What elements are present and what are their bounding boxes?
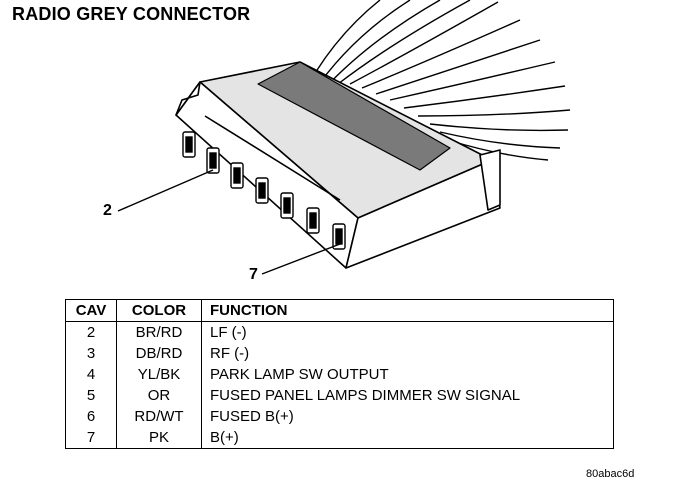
callout-pin-2: 2 [103, 202, 112, 219]
cell-color: PK [116, 427, 202, 449]
cell-cav: 7 [65, 427, 117, 449]
callout-pin-7: 7 [249, 266, 258, 283]
cell-cav: 4 [65, 364, 117, 385]
cell-cav: 5 [65, 385, 117, 406]
cell-cav: 2 [65, 321, 117, 343]
table-row: 7 PK B(+) [65, 427, 614, 449]
header-color: COLOR [116, 299, 202, 322]
cell-function: LF (-) [201, 321, 614, 343]
table-row: 6 RD/WT FUSED B(+) [65, 406, 614, 427]
cell-color: DB/RD [116, 343, 202, 364]
diagram-title: RADIO GREY CONNECTOR [12, 4, 251, 24]
cell-function: FUSED B(+) [201, 406, 614, 427]
cell-function: FUSED PANEL LAMPS DIMMER SW SIGNAL [201, 385, 614, 406]
header-function: FUNCTION [201, 299, 614, 322]
cell-cav: 6 [65, 406, 117, 427]
cell-color: BR/RD [116, 321, 202, 343]
cell-function: RF (-) [201, 343, 614, 364]
table-header-row: CAV COLOR FUNCTION [65, 299, 614, 322]
header-cav: CAV [65, 299, 117, 322]
table-row: 5 OR FUSED PANEL LAMPS DIMMER SW SIGNAL [65, 385, 614, 406]
cell-cav: 3 [65, 343, 117, 364]
cell-function: B(+) [201, 427, 614, 449]
cell-function: PARK LAMP SW OUTPUT [201, 364, 614, 385]
cell-color: RD/WT [116, 406, 202, 427]
table-row: 4 YL/BK PARK LAMP SW OUTPUT [65, 364, 614, 385]
callout-leaders [117, 169, 341, 275]
pinout-table: CAV COLOR FUNCTION 2 BR/RD LF (-) 3 DB/R… [65, 299, 614, 449]
table-row: 3 DB/RD RF (-) [65, 343, 614, 364]
cell-color: YL/BK [116, 364, 202, 385]
table-row: 2 BR/RD LF (-) [65, 321, 614, 343]
leader-pin-7 [261, 243, 341, 275]
cavity-slots [182, 131, 346, 250]
leader-pin-2 [117, 169, 214, 212]
connector-illustration [117, 0, 571, 275]
figure-id: 80abac6d [586, 468, 635, 480]
cell-color: OR [116, 385, 202, 406]
